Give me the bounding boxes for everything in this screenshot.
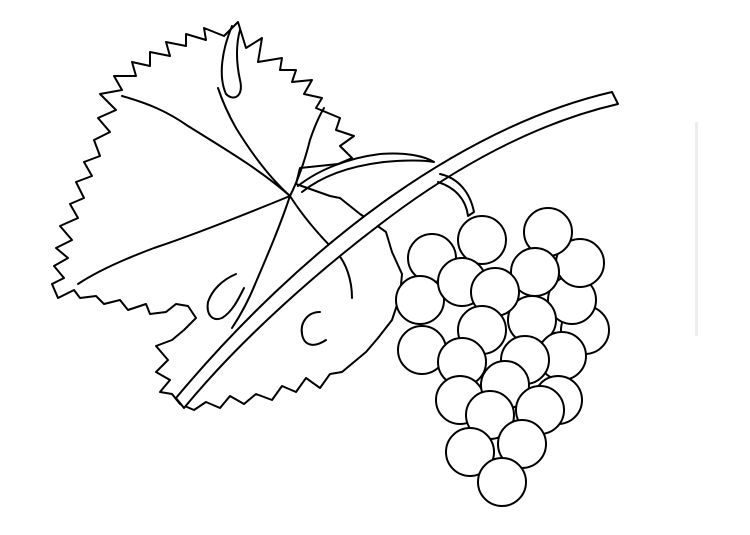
leaf-vein-top [217,87,291,197]
grape [395,275,445,325]
bunch-stem [437,173,475,217]
leaf-vein-left [77,195,291,285]
grape [457,215,507,265]
tendril [297,152,435,193]
grape-bunch [395,207,610,507]
grape [477,457,527,507]
leaf-vein-lower [231,195,291,329]
leaf-lobe-lower [300,311,327,346]
leaf-vein-right [289,107,325,197]
leaf-lobe-left [206,273,245,320]
leaf-vein-upper-left [121,95,291,197]
leaf-lobe-top [220,25,242,99]
vine-branch [175,91,619,409]
edge-mark [695,122,698,336]
grape [445,427,495,477]
